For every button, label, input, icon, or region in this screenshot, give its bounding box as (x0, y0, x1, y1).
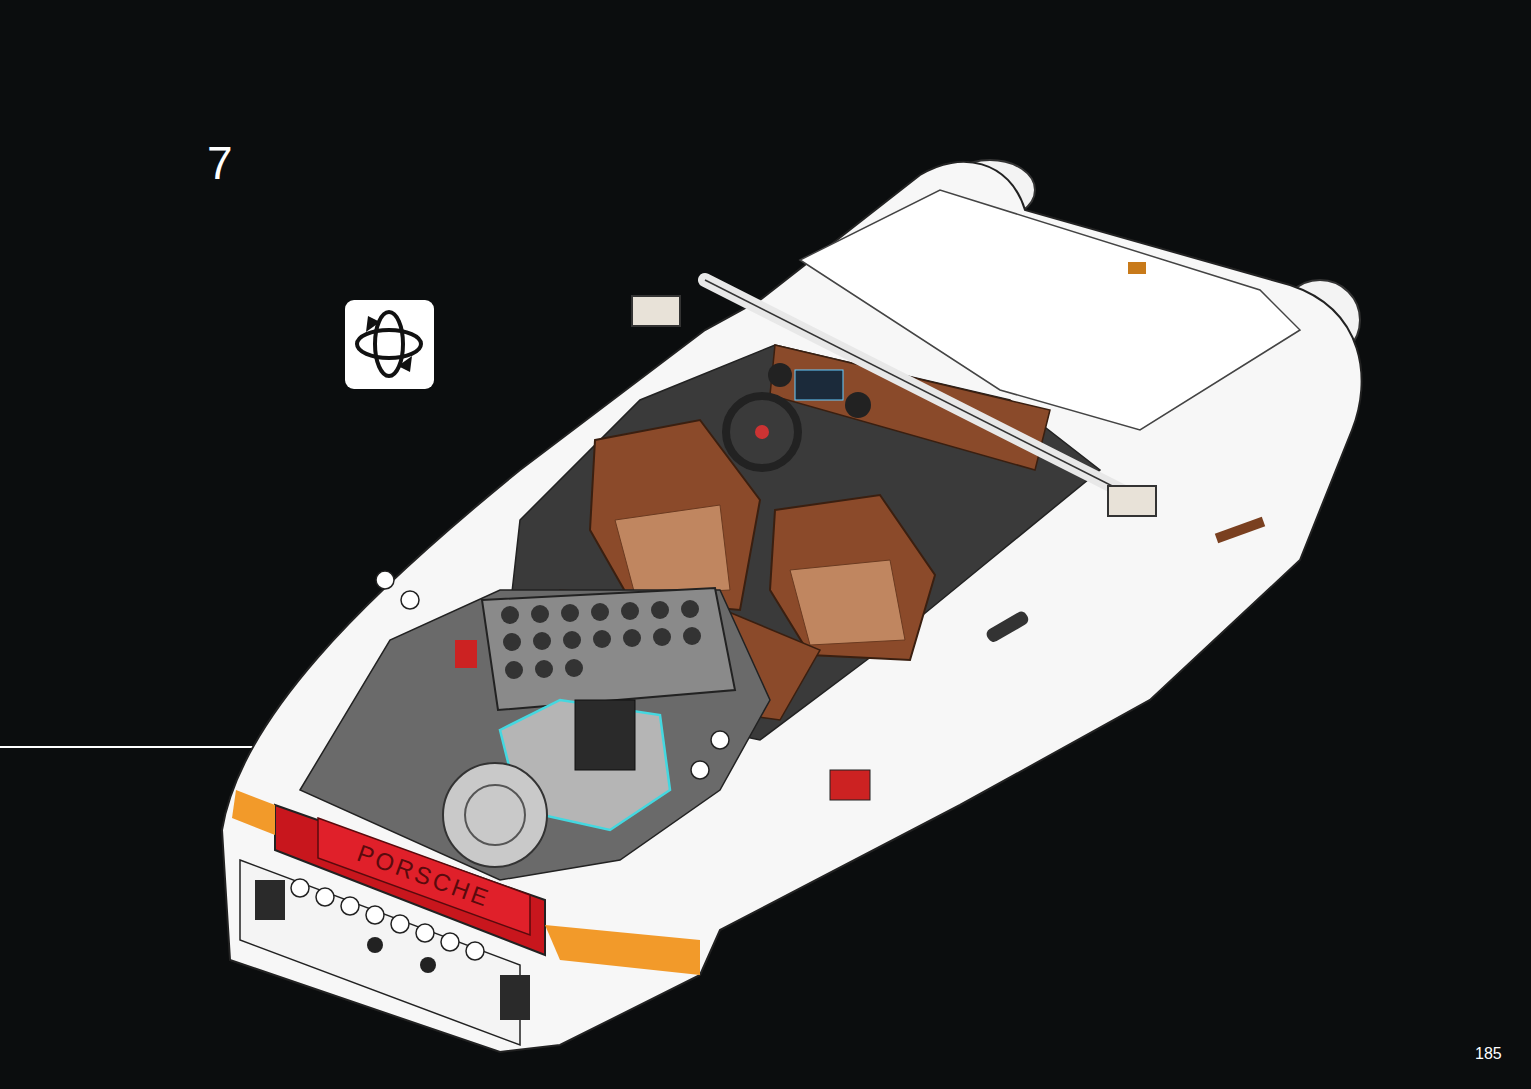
steering-hub (755, 425, 769, 439)
bumper-guard (500, 975, 530, 1020)
grille-holes (501, 600, 701, 679)
tail-light (232, 790, 275, 835)
hood-badge (1128, 262, 1146, 274)
engine-part (455, 640, 477, 668)
gauge-cluster (795, 370, 843, 400)
gauge (845, 392, 871, 418)
exhaust (420, 957, 436, 973)
tail-light (545, 925, 700, 975)
windshield-edge (705, 280, 1140, 500)
engine-fan (443, 763, 547, 867)
side-part (830, 770, 870, 800)
dashboard (770, 345, 1050, 470)
exhaust (367, 937, 383, 953)
gauge (768, 363, 792, 387)
axle (1215, 517, 1265, 543)
rotate-icon-ring (357, 330, 421, 358)
engine-fan-hub (465, 785, 525, 845)
seat-cushion (790, 560, 905, 645)
car-body (222, 162, 1362, 1052)
bumper-guard (255, 880, 285, 920)
seat (590, 420, 760, 610)
bumper-studs (291, 571, 729, 960)
mirror (632, 296, 680, 326)
name-plate-text: PORSCHE (354, 841, 493, 911)
step-number: 7 (207, 140, 233, 186)
rotate-icon-arrow (398, 356, 412, 372)
seat (770, 495, 935, 660)
steering-wheel (726, 396, 798, 468)
mirror (1108, 486, 1156, 516)
rotate-icon (345, 300, 434, 389)
engine-grille (482, 588, 735, 710)
engine-part (575, 700, 635, 770)
seat-cushion (615, 505, 730, 595)
page-number: 185 (1475, 1046, 1502, 1062)
door-handle (984, 609, 1030, 644)
rotate-icon-arrow (366, 316, 380, 332)
windshield-frame (705, 280, 1140, 500)
